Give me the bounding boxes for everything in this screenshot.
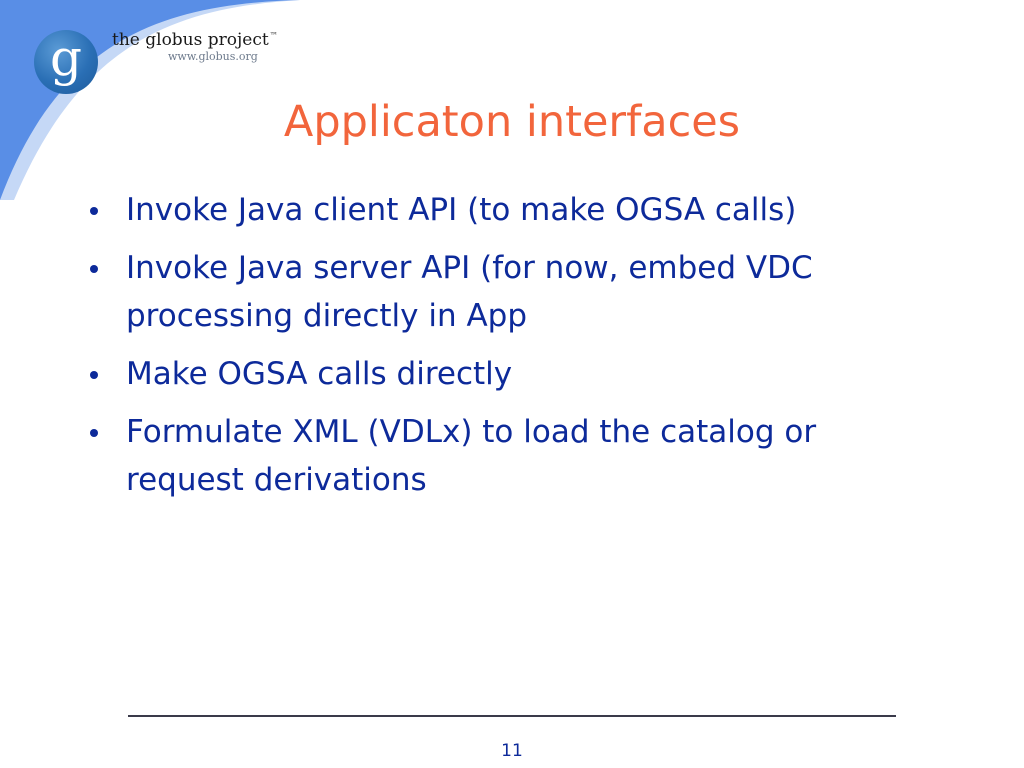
logo-name-text: the globus project xyxy=(112,30,269,50)
globus-logo-icon: g xyxy=(34,30,98,94)
bullet-list: Invoke Java client API (to make OGSA cal… xyxy=(82,186,942,514)
globus-logo: g the globus project™ www.globus.org xyxy=(34,26,278,96)
bullet-dot-icon xyxy=(90,207,98,215)
bullet-item: Make OGSA calls directly xyxy=(82,350,942,398)
bullet-dot-icon xyxy=(90,429,98,437)
logo-letter: g xyxy=(49,29,82,87)
bullet-text: Invoke Java server API (for now, embed V… xyxy=(126,250,813,334)
page-number: 11 xyxy=(501,741,523,761)
bullet-item: Invoke Java client API (to make OGSA cal… xyxy=(82,186,942,234)
bullet-dot-icon xyxy=(90,371,98,379)
logo-url: www.globus.org xyxy=(168,50,258,63)
bullet-dot-icon xyxy=(90,265,98,273)
slide-title: Applicaton interfaces xyxy=(283,97,741,147)
logo-trademark: ™ xyxy=(269,31,278,41)
logo-name: the globus project™ xyxy=(112,30,278,50)
bullet-item: Formulate XML (VDLx) to load the catalog… xyxy=(82,408,942,504)
bullet-text: Formulate XML (VDLx) to load the catalog… xyxy=(126,414,817,498)
bullet-text: Invoke Java client API (to make OGSA cal… xyxy=(126,192,797,228)
bullet-item: Invoke Java server API (for now, embed V… xyxy=(82,244,942,340)
footer-divider xyxy=(128,715,896,717)
bullet-text: Make OGSA calls directly xyxy=(126,356,513,392)
